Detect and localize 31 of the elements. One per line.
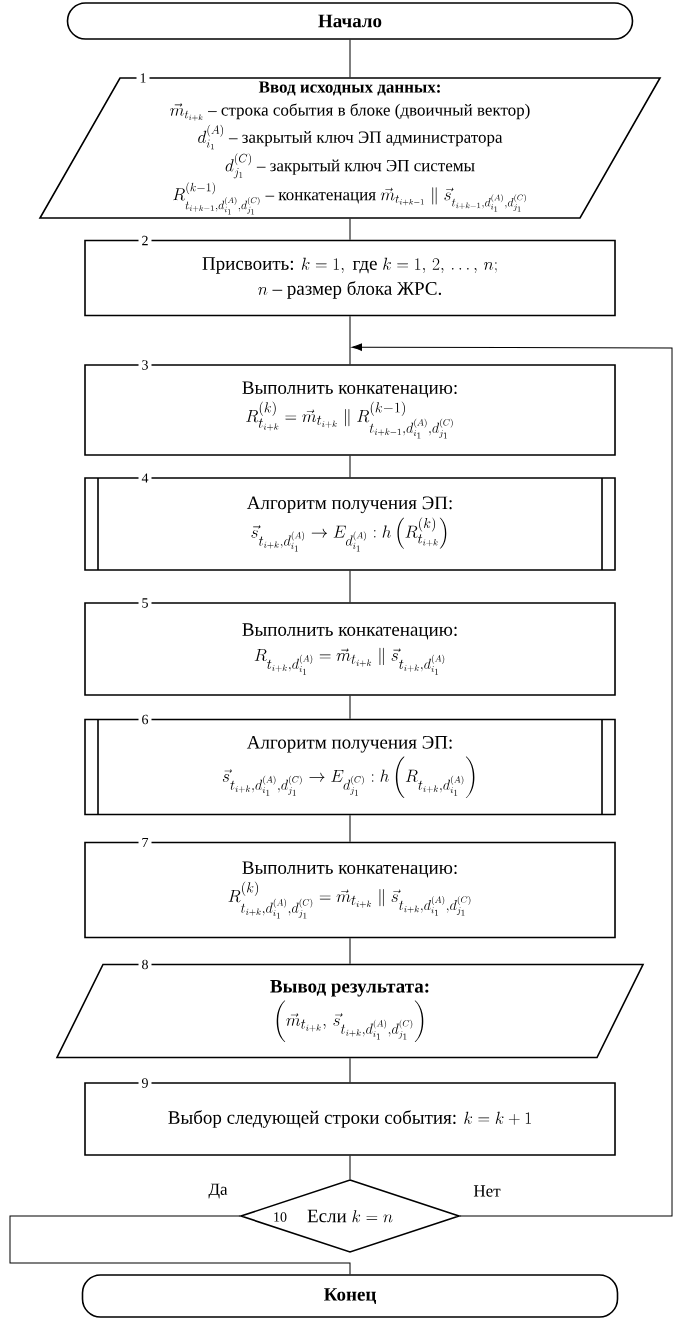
- node-label: $d_{i_1}^{(A)}\ \text{– закрытый ключ ЭП администратора}$: [198, 124, 503, 150]
- terminal-box: Начало: [66, 2, 634, 40]
- step-number: 2: [138, 232, 152, 249]
- edge-label: Да: [206, 1181, 230, 1201]
- connector-line: [349, 570, 351, 603]
- node-label: $R_{t_{i+k-1},d_{i_1}^{(A)},d_{j_1}^{(C)}}^{(k-1)}\ \text{– конкатенация } \vec{m}_{t_{i+k-1}} \parallel \vec{s}_{t_{i+k-1},d_{i_1}^{(A)},d_{j_1}^{(C)}}$: [173, 182, 526, 215]
- connector-line: [349, 39, 351, 78]
- connector-line: [9, 1215, 351, 1275]
- step-number: 8: [138, 956, 152, 973]
- connector-line: [349, 695, 351, 720]
- step-number: 3: [138, 357, 152, 373]
- connector-line: [349, 1057, 351, 1083]
- connector-line: [349, 315, 351, 365]
- terminal-box: Конец: [81, 1274, 619, 1318]
- connector-line: [349, 1155, 351, 1180]
- step-number: 10: [274, 1212, 287, 1222]
- node-label: Ввод исходных данных:: [258, 81, 440, 96]
- step-number: 7: [138, 834, 152, 851]
- connector-line: [349, 455, 351, 478]
- edge-label: Нет: [471, 1183, 503, 1199]
- node-label: $\vec{m}_{t_{i+k}}\ \text{– строка события в блоке (двоичный вектор)}$: [170, 103, 530, 121]
- arrow: [351, 343, 673, 1217]
- connector-line: [349, 814, 351, 843]
- step-number: 4: [138, 470, 152, 486]
- step-number: 6: [138, 711, 152, 728]
- connector-line: [349, 937, 351, 965]
- step-number: 1: [136, 70, 150, 86]
- node-label: $d_{j_1}^{(C)}\ \text{– закрытый ключ ЭП системы}$: [225, 153, 475, 179]
- connector-line: [349, 218, 351, 241]
- step-number: 5: [138, 595, 152, 611]
- step-number: 9: [138, 1075, 152, 1091]
